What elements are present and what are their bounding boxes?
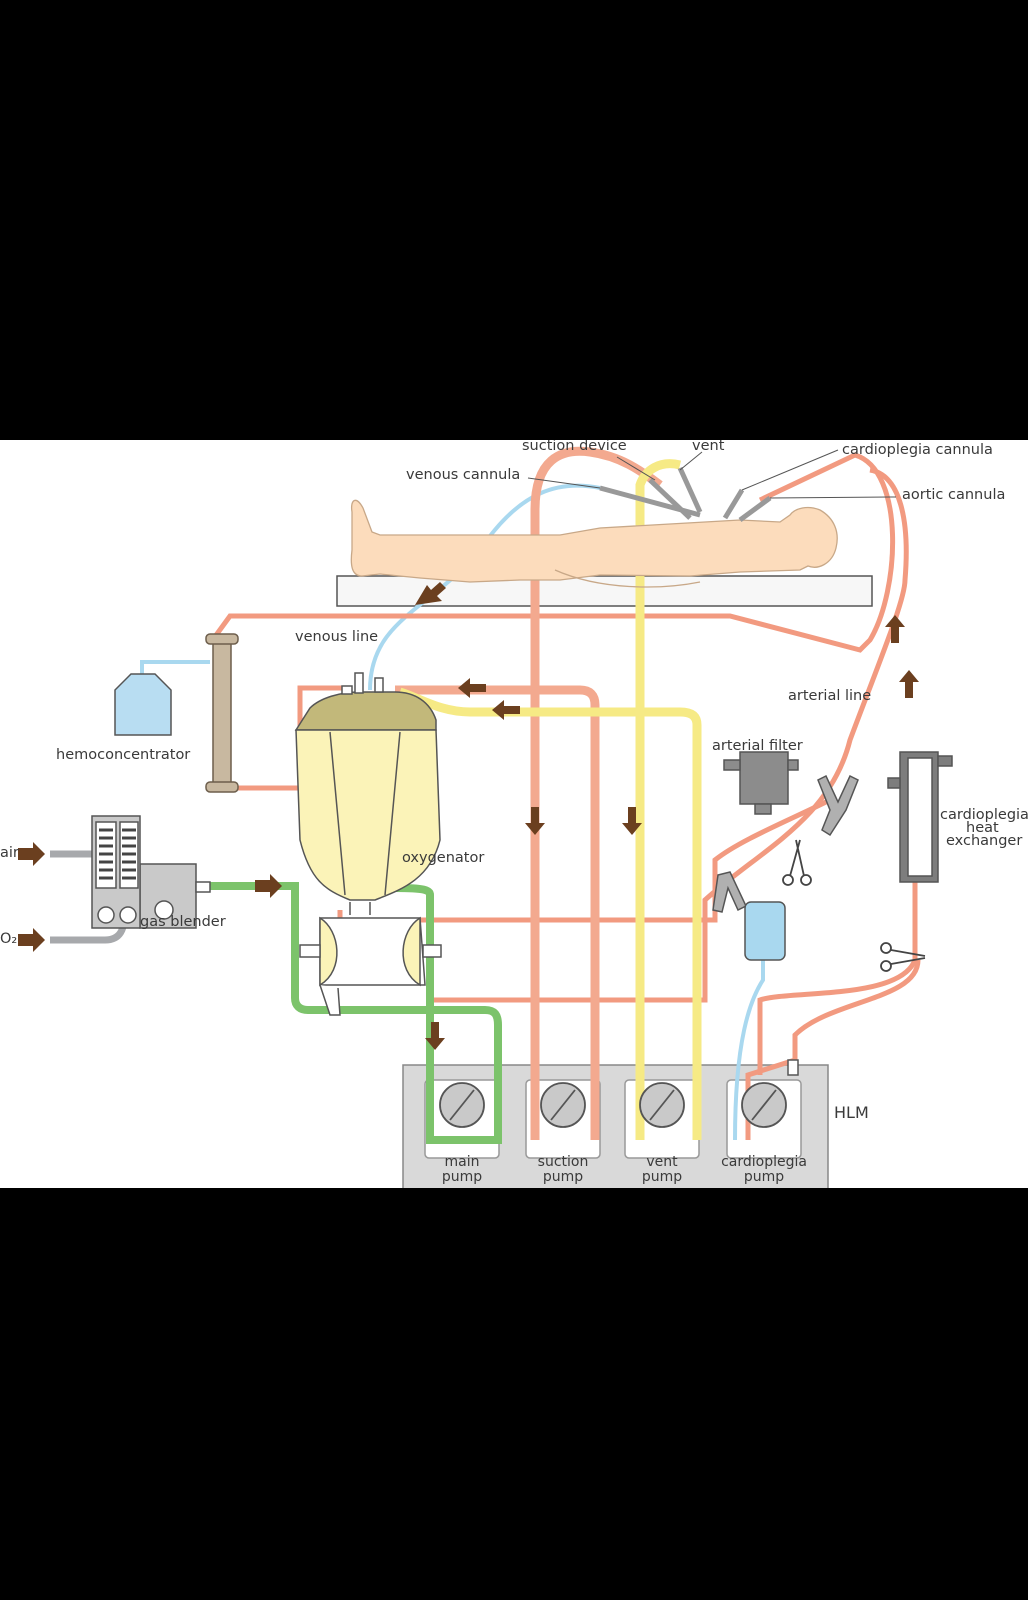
pump-label-vent-line1: vent	[646, 1154, 678, 1170]
label-gas-blender: gas blender	[140, 914, 226, 930]
pump-label-cardioplegia-line2: pump	[743, 1169, 785, 1185]
pump-rotors	[439, 1082, 787, 1128]
suction-return-tube	[395, 685, 600, 1140]
label-vent: vent	[692, 440, 725, 454]
pump-label-main-line1: main	[444, 1154, 480, 1170]
label-suction-device: suction device	[522, 440, 627, 454]
label-cardioplegia-heat-exchanger-1: cardioplegia	[940, 807, 1028, 823]
label-oxygenator: oxygenator	[402, 850, 485, 866]
label-cardioplegia-cannula: cardioplegia cannula	[842, 442, 993, 458]
label-venous-cannula: venous cannula	[406, 467, 521, 483]
cannulae	[599, 466, 772, 523]
pump-label-cardioplegia-line1: cardioplegia	[721, 1154, 807, 1170]
cardioplegia-loop	[745, 959, 921, 1140]
clamps	[782, 839, 926, 972]
oxygenator-to-filter-tube	[337, 797, 832, 923]
arterial-filter	[723, 751, 799, 815]
label-arterial-filter: arterial filter	[712, 738, 803, 754]
hemoconcentrator-tube	[140, 660, 210, 675]
pump-label-vent: vent pump	[602, 1155, 722, 1185]
pump-label-suction-line2: pump	[542, 1169, 584, 1185]
hemoconcentrator	[114, 633, 239, 793]
label-hemoconcentrator: hemoconcentrator	[56, 747, 191, 763]
gas-line-tube	[210, 882, 502, 1144]
pump-label-main: main pump	[402, 1155, 522, 1185]
arterial-line-loop	[427, 467, 909, 1003]
cardioplegia-bag	[744, 901, 786, 961]
label-aortic-cannula: aortic cannula	[902, 487, 1006, 503]
cardiopulmonary-bypass-diagram: suction device vent cardioplegia cannula…	[0, 440, 1028, 1188]
circuit-drawing	[18, 446, 953, 1188]
cardioplegia-heat-exchanger	[887, 751, 953, 883]
oxygenator	[294, 672, 442, 1016]
flow-arrows	[18, 582, 919, 1050]
label-venous-line: venous line	[295, 629, 379, 645]
patient	[350, 499, 838, 588]
pump-label-suction-line1: suction	[537, 1154, 589, 1170]
pump-label-main-line2: pump	[441, 1169, 483, 1185]
leader-lines	[527, 449, 897, 499]
pump-label-vent-line2: pump	[641, 1169, 683, 1185]
cardioplegia-bag-tube	[733, 940, 765, 1141]
cardioplegia-line-tube	[757, 835, 918, 1075]
pump-label-cardioplegia: cardioplegia pump	[704, 1155, 824, 1185]
label-air: air	[0, 845, 19, 861]
y-connectors	[712, 774, 859, 1076]
label-o2: O₂	[0, 931, 18, 947]
label-cardioplegia-heat-exchanger-2: heat	[966, 820, 999, 836]
vent-line-tube	[635, 459, 682, 1140]
gas-blender	[91, 815, 211, 929]
label-cardioplegia-heat-exchanger-3: exchanger	[946, 833, 1023, 849]
pump-label-suction: suction pump	[503, 1155, 623, 1185]
label-hlm: HLM	[834, 1103, 869, 1122]
label-arterial-line: arterial line	[788, 688, 872, 704]
arterial-line-tube	[211, 452, 896, 653]
